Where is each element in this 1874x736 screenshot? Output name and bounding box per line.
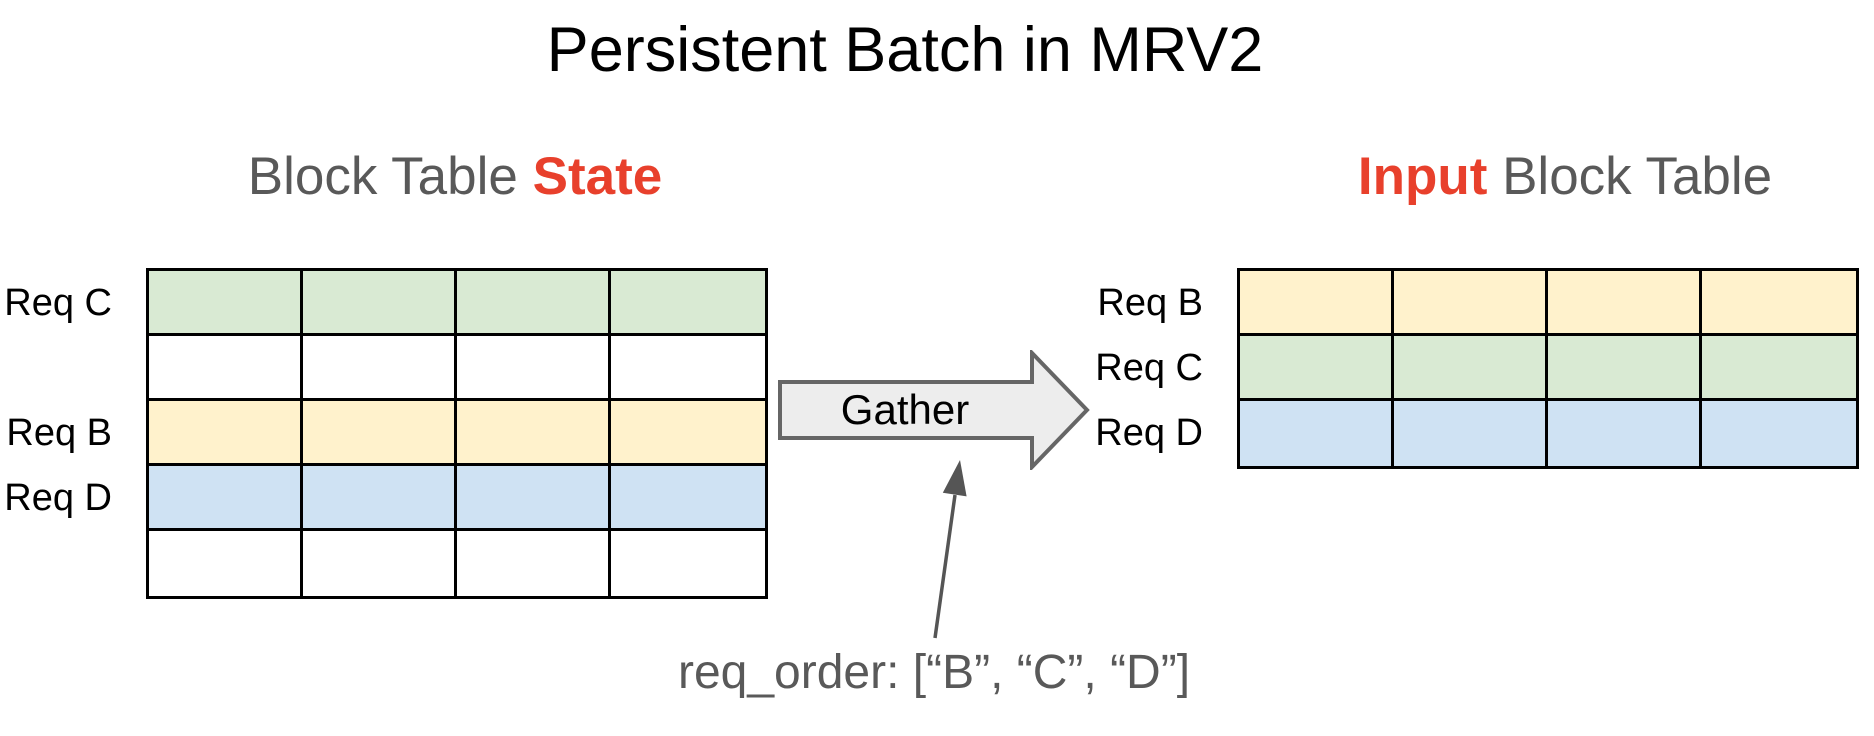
req-order-annotation: req_order: [“B”, “C”, “D”] <box>677 646 1191 699</box>
block-cell-blue <box>1702 401 1856 466</box>
block-cell-yellow <box>303 401 457 466</box>
table-row <box>1240 401 1856 466</box>
block-cell-blue <box>457 466 611 531</box>
right-table-heading-highlight: Input <box>1357 147 1488 206</box>
row-label-req-d: Req D <box>4 477 112 519</box>
row-label-req-d: Req D <box>1095 412 1203 454</box>
row-label-empty <box>0 531 146 596</box>
right-table-heading: Input Block Table <box>1245 146 1874 207</box>
block-table-state <box>146 268 768 599</box>
block-cell-yellow <box>1394 271 1548 336</box>
block-cell-white <box>303 531 457 596</box>
left-table-heading-normal: Block Table <box>247 147 518 206</box>
block-cell-blue <box>303 466 457 531</box>
block-cell-yellow <box>1240 271 1394 336</box>
gather-label: Gather <box>840 386 970 433</box>
block-cell-white <box>149 336 303 401</box>
block-cell-yellow <box>1702 271 1856 336</box>
block-cell-white <box>611 531 765 596</box>
left-table-heading-highlight: State <box>532 147 663 206</box>
block-cell-white <box>149 531 303 596</box>
block-cell-white <box>611 336 765 401</box>
slide-title: Persistent Batch in MRV2 <box>546 15 1264 85</box>
block-cell-white <box>457 336 611 401</box>
table-row <box>149 466 765 531</box>
table-row <box>1240 271 1856 336</box>
block-cell-yellow <box>457 401 611 466</box>
table-row <box>149 271 765 336</box>
block-cell-blue <box>149 466 303 531</box>
row-label-req-c: Req C <box>1095 347 1203 389</box>
gather-arrow: Gather <box>778 348 1090 472</box>
right-table-heading-normal: Block Table <box>1502 147 1773 206</box>
block-table-state-area: Req C Req B Req D <box>0 268 768 599</box>
block-cell-blue <box>611 466 765 531</box>
block-cell-blue <box>1240 401 1394 466</box>
table-row <box>149 401 765 466</box>
input-block-table-area: Req B Req C Req D <box>1091 268 1859 469</box>
block-cell-yellow <box>1548 271 1702 336</box>
annotation-arrow-icon <box>933 460 967 639</box>
block-cell-green <box>1548 336 1702 401</box>
block-cell-white <box>457 531 611 596</box>
row-label-empty <box>0 336 146 401</box>
block-cell-green <box>1240 336 1394 401</box>
right-table-row-labels: Req B Req C Req D <box>1091 268 1237 466</box>
block-cell-blue <box>1548 401 1702 466</box>
block-cell-green <box>303 271 457 336</box>
block-cell-yellow <box>149 401 303 466</box>
block-cell-white <box>303 336 457 401</box>
row-label-req-b: Req B <box>1097 282 1203 324</box>
table-row <box>1240 336 1856 401</box>
left-table-row-labels: Req C Req B Req D <box>0 268 146 596</box>
block-cell-green <box>149 271 303 336</box>
block-cell-green <box>611 271 765 336</box>
input-block-table <box>1237 268 1859 469</box>
block-cell-green <box>1394 336 1548 401</box>
block-cell-blue <box>1394 401 1548 466</box>
block-cell-green <box>1702 336 1856 401</box>
table-row <box>149 336 765 401</box>
table-row <box>149 531 765 596</box>
block-cell-green <box>457 271 611 336</box>
left-table-heading: Block Table State <box>146 146 764 207</box>
block-cell-yellow <box>611 401 765 466</box>
gather-block-arrow-icon <box>778 348 1090 472</box>
row-label-req-c: Req C <box>4 282 112 324</box>
row-label-req-b: Req B <box>6 412 112 454</box>
